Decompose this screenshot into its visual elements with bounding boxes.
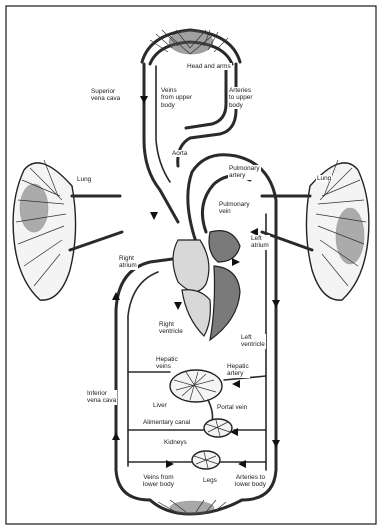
label-lung-right: Lung <box>316 175 332 182</box>
left-atrium-chamber <box>209 231 240 262</box>
right-ventricle-chamber <box>182 290 210 336</box>
head-arms-capillary-bed <box>142 30 240 64</box>
label-hepatic-veins: Hepatic veins <box>155 356 179 371</box>
label-hepatic-artery: Hepatic artery <box>226 363 250 378</box>
label-veins-from-lower-body: Veins from lower body <box>142 474 175 489</box>
label-veins-from-upper-body: Veins from upper body <box>160 87 193 109</box>
left-ventricle-chamber <box>210 266 240 340</box>
label-lung-left: Lung <box>76 176 92 183</box>
left-lung <box>13 160 122 300</box>
label-legs: Legs <box>202 477 218 484</box>
label-pulmonary-vein: Pulmonary vein <box>218 201 251 216</box>
arrow-icon <box>232 380 240 388</box>
label-alimentary-canal: Alimentary canal <box>142 419 191 426</box>
right-atrium-chamber <box>173 240 209 292</box>
label-arteries-to-lower-body: Arteries to lower body <box>234 474 267 489</box>
label-right-ventricle: Right ventricle <box>158 321 184 336</box>
label-liver: Liver <box>152 402 168 409</box>
label-superior-vena-cava: Superior vena cava <box>90 88 121 103</box>
label-right-atrium: Right atrium <box>118 255 138 270</box>
label-portal-vein: Portal vein <box>216 404 248 411</box>
label-aorta: Aorta <box>171 150 188 157</box>
arrow-icon <box>140 96 148 104</box>
arrow-icon <box>232 258 240 266</box>
label-kidneys: Kidneys <box>163 439 188 446</box>
legs-capillary-bed <box>150 500 242 515</box>
arrow-icon <box>272 440 280 448</box>
label-left-ventricle: Left ventricle <box>240 334 266 349</box>
label-arteries-to-upper-body: Arteries to upper body <box>228 87 253 109</box>
label-inferior-vena-cava: Inferior vena cava <box>86 390 117 405</box>
arrow-icon <box>112 432 120 440</box>
arrow-icon <box>174 302 182 310</box>
arrow-icon <box>150 212 158 220</box>
arrow-icon <box>272 300 280 308</box>
label-head-and-arms: Head and arms <box>186 63 232 70</box>
label-pulmonary-artery: Pulmonary artery <box>228 165 261 180</box>
label-left-atrium: Left atrium <box>250 235 270 250</box>
